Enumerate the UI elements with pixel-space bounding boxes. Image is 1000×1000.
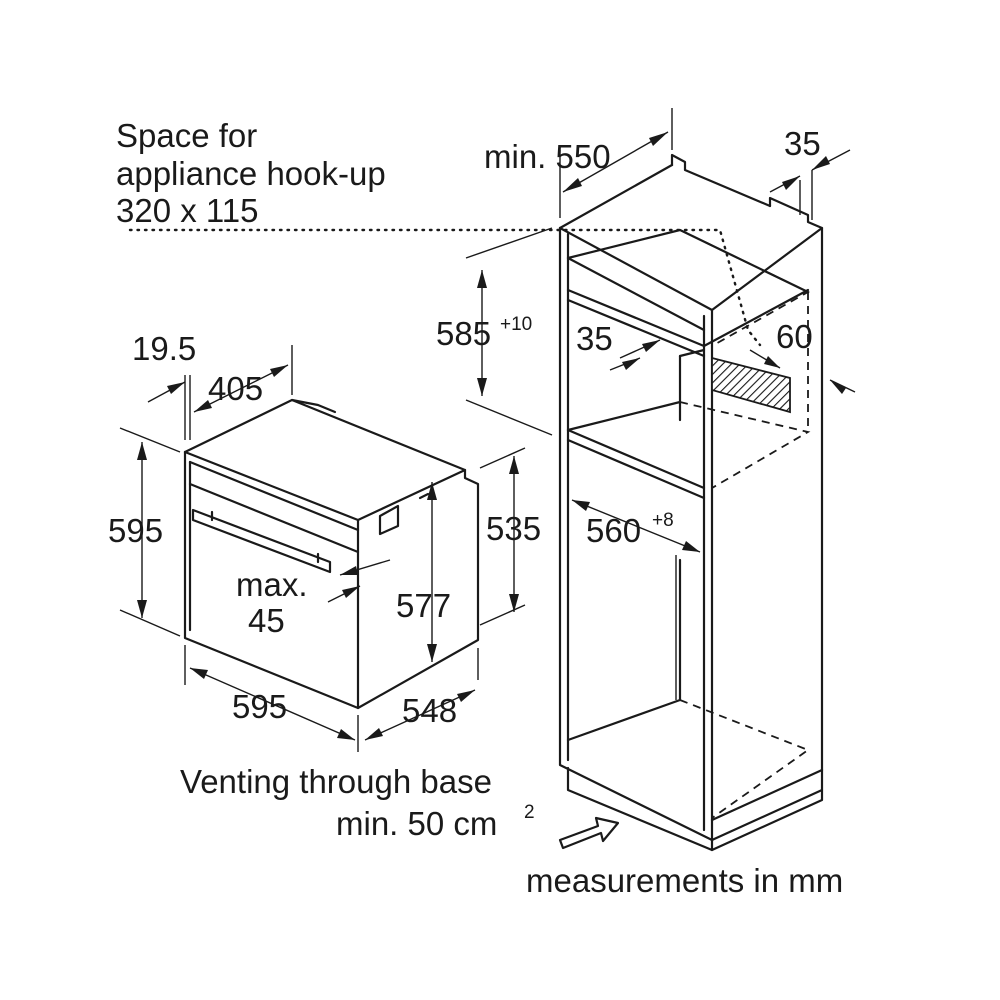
venting-label-line1: Venting through base [180, 763, 492, 800]
dim-548: 548 [402, 692, 457, 729]
venting-label-line2: min. 50 cm [336, 805, 497, 842]
dim-585-tolerance: +10 [500, 314, 532, 335]
dim-min-550: min. 550 [484, 138, 611, 175]
dim-405: 405 [208, 370, 263, 407]
dim-560-tolerance: +8 [652, 510, 674, 531]
dim-595-height: 595 [108, 512, 163, 549]
venting-label-superscript: 2 [524, 802, 535, 823]
dim-19-5: 19.5 [132, 330, 196, 367]
dim-585: 585 [436, 315, 491, 352]
hookup-label-line3: 320 x 115 [116, 192, 259, 229]
oven-drawing [183, 398, 480, 710]
dim-35-inner: 35 [576, 320, 613, 357]
dimension-lines [119, 108, 856, 850]
hookup-label-line2: appliance hook-up [116, 155, 386, 192]
dim-60: 60 [776, 318, 813, 355]
dim-535: 535 [486, 510, 541, 547]
max-label-line1: max. [236, 566, 308, 603]
measurements-footer: measurements in mm [526, 862, 843, 899]
cabinet-drawing [128, 153, 824, 852]
hookup-label-line1: Space for [116, 117, 257, 154]
dim-595-width: 595 [232, 688, 287, 725]
dim-35-top: 35 [784, 125, 821, 162]
dim-560: 560 [586, 512, 641, 549]
dim-577: 577 [396, 587, 451, 624]
max-label-line2: 45 [248, 602, 285, 639]
